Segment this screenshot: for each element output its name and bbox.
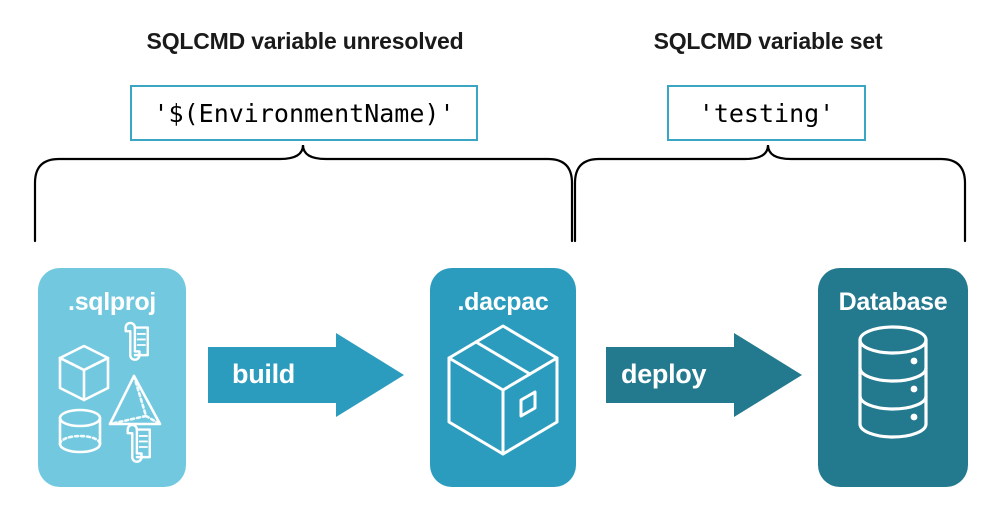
arrow-deploy [606, 333, 802, 417]
code-box-testing: 'testing' [667, 85, 866, 141]
stage-card-dacpac: .dacpac [430, 268, 576, 487]
stage-card-database: Database [818, 268, 968, 487]
arrow-build [208, 333, 404, 417]
stage-label-sqlproj: .sqlproj [68, 288, 156, 316]
brace-unresolved [33, 144, 574, 243]
pyramid-icon [108, 374, 162, 426]
heading-sqlcmd-variable-set: SQLCMD variable set [653, 28, 883, 54]
cube-icon [58, 344, 110, 402]
sqlproj-objects-group [58, 321, 162, 463]
stage-label-dacpac: .dacpac [457, 288, 549, 316]
dacpac-artwork [430, 320, 576, 460]
script-scroll-icon [124, 321, 149, 361]
brace-set [573, 144, 967, 243]
package-box-icon [447, 324, 559, 456]
stage-card-sqlproj: .sqlproj [38, 268, 186, 487]
stage-label-database: Database [838, 288, 948, 316]
cylinder-icon [58, 408, 102, 454]
arrow-label-build: build [232, 359, 295, 389]
database-cylinder-icon [858, 325, 928, 439]
arrow-label-deploy: deploy [621, 359, 707, 389]
database-artwork [818, 320, 968, 450]
sqlproj-artwork [38, 320, 186, 470]
script-scroll-icon [126, 423, 151, 463]
heading-sqlcmd-variable-unresolved: SQLCMD variable unresolved [146, 28, 464, 54]
code-box-environment-name: '$(EnvironmentName)' [130, 85, 478, 141]
